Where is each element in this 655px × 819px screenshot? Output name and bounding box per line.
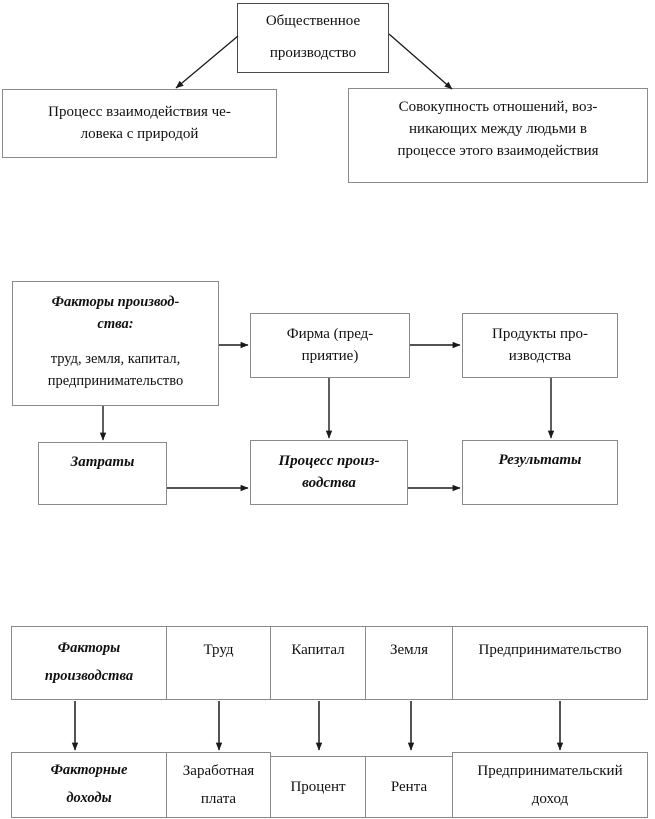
table-row1-header-line2: производства xyxy=(44,668,134,684)
box-firm: Фирма (пред- приятие) xyxy=(250,313,410,378)
table-row2-header-line1: Факторные xyxy=(50,762,128,779)
table-row1-cell-entrepreneurship-line1: Предпринимательство xyxy=(478,642,622,658)
table-row2-header-line2: доходы xyxy=(66,790,112,806)
table-row2-header-cell: Факторные доходы xyxy=(11,752,167,818)
box-products: Продукты про- изводства xyxy=(462,313,618,378)
table-row1-cell-labor: Труд xyxy=(166,626,271,700)
box-production-process: Процесс произ- водства xyxy=(250,440,408,505)
box-production-process-line1: Процесс произ- xyxy=(278,452,380,469)
box-results-line1: Результаты xyxy=(498,452,582,468)
box-interaction-with-nature: Процесс взаимодействия че- ловека с прир… xyxy=(2,89,277,158)
box-firm-line1: Фирма (пред- xyxy=(286,325,374,342)
table-row1-cell-capital-line1: Капитал xyxy=(291,642,345,658)
table-row1-header-line1: Факторы xyxy=(57,640,121,657)
table-row1-cell-land-line1: Земля xyxy=(389,642,429,658)
box-relations-between-people-line2: никающих между людьми в xyxy=(409,120,587,137)
table-row2-cell-wages-line2: плата xyxy=(200,791,237,807)
table-row2-cell-wages: Заработная плата xyxy=(166,752,271,818)
box-costs: Затраты xyxy=(38,442,167,505)
box-factors-head-line1: Факторы производ- xyxy=(51,294,180,310)
box-social-production-line2: производство xyxy=(269,45,357,61)
table-row2-cell-entrepreneurial-income-line1: Предпринимательский xyxy=(477,762,623,779)
box-factors-head-line2: ства: xyxy=(97,316,134,333)
arrow-social-to-relations xyxy=(388,33,453,90)
table-row1-cell-labor-line1: Труд xyxy=(203,642,234,658)
table-row2-cell-rent: Рента xyxy=(365,756,453,818)
box-relations-between-people-line3: процессе этого взаимодействия xyxy=(397,142,599,159)
box-products-line2: изводства xyxy=(508,347,572,364)
table-row1-cell-entrepreneurship: Предпринимательство xyxy=(452,626,648,700)
box-relations-between-people: Совокупность отношений, воз- никающих ме… xyxy=(348,88,648,183)
box-products-line1: Продукты про- xyxy=(491,325,589,342)
table-row2-cell-wages-line1: Заработная xyxy=(182,762,255,779)
box-costs-line1: Затраты xyxy=(70,454,135,470)
table-row2-cell-entrepreneurial-income-line2: доход xyxy=(531,791,569,807)
box-interaction-with-nature-line1: Процесс взаимодействия че- xyxy=(48,103,231,120)
table-row1-cell-land: Земля xyxy=(365,626,453,700)
table-row1-header-cell: Факторы производства xyxy=(11,626,167,700)
box-social-production: Общественное производство xyxy=(237,3,389,73)
arrow-social-to-nature xyxy=(175,35,239,89)
box-interaction-with-nature-line2: ловека с природой xyxy=(80,125,199,142)
table-row2-cell-entrepreneurial-income: Предпринимательский доход xyxy=(452,752,648,818)
box-social-production-line1: Общественное xyxy=(265,13,361,30)
box-relations-between-people-line1: Совокупность отношений, воз- xyxy=(398,99,598,115)
table-row1-cell-capital: Капитал xyxy=(270,626,366,700)
box-firm-line2: приятие) xyxy=(301,347,359,364)
box-factors-list-line1: труд, земля, капитал, xyxy=(50,350,181,367)
box-factors-list-line2: предпринимательство xyxy=(47,373,184,390)
box-production-process-line2: водства xyxy=(302,474,356,491)
box-factors-of-production: Факторы производ- ства: труд, земля, кап… xyxy=(12,281,219,406)
table-row2-cell-rent-line1: Рента xyxy=(390,778,428,795)
table-row2-cell-interest-line1: Процент xyxy=(290,778,346,795)
box-results: Результаты xyxy=(462,440,618,505)
table-row2-cell-interest: Процент xyxy=(270,756,366,818)
